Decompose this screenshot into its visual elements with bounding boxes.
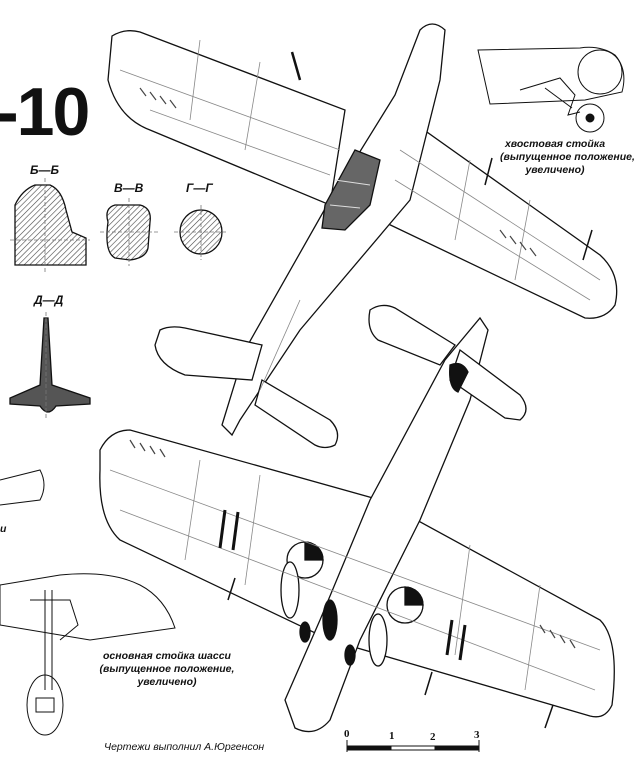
top-view-left-stabilizer xyxy=(154,326,263,381)
scale-tick-2: 2 xyxy=(430,731,436,743)
section-bb-label: Б—Б xyxy=(30,163,59,177)
section-gg-shape xyxy=(174,205,228,260)
section-bb-shape xyxy=(10,178,90,272)
section-vv-label: В—В xyxy=(114,181,144,195)
top-view-right-wing xyxy=(379,118,618,319)
top-view-canopy xyxy=(321,149,381,231)
main-gear-detail xyxy=(0,469,176,736)
fin-marking xyxy=(449,362,469,393)
top-view-left-wing xyxy=(107,30,346,206)
scale-tick-0: 0 xyxy=(344,728,350,740)
scale-tick-3: 3 xyxy=(474,729,480,741)
section-vv-shape xyxy=(100,198,158,266)
top-view-right-stabilizer xyxy=(254,379,339,449)
bottom-view-plane xyxy=(99,304,615,733)
drawing-credit: Чертежи выполнил А.Юргенсон xyxy=(104,741,265,753)
top-view-plane xyxy=(107,23,618,449)
fragment-caption: и xyxy=(0,523,7,535)
section-gg-label: Г—Г xyxy=(186,181,213,195)
scale-bar xyxy=(346,740,480,752)
tail-wheel-caption: хвостовая стойка (выпущенное положение, … xyxy=(500,138,635,176)
bottom-view-left-stabilizer xyxy=(368,304,456,366)
section-dd-shape xyxy=(9,312,91,420)
drawing-title: -10 xyxy=(0,74,90,150)
bottom-view-right-stabilizer xyxy=(449,348,527,421)
section-dd-label: Д—Д xyxy=(34,293,64,307)
main-gear-caption: основная стойка шасси (выпущенное положе… xyxy=(99,650,235,688)
scale-tick-1: 1 xyxy=(389,730,395,742)
tail-wheel-detail xyxy=(477,46,625,133)
